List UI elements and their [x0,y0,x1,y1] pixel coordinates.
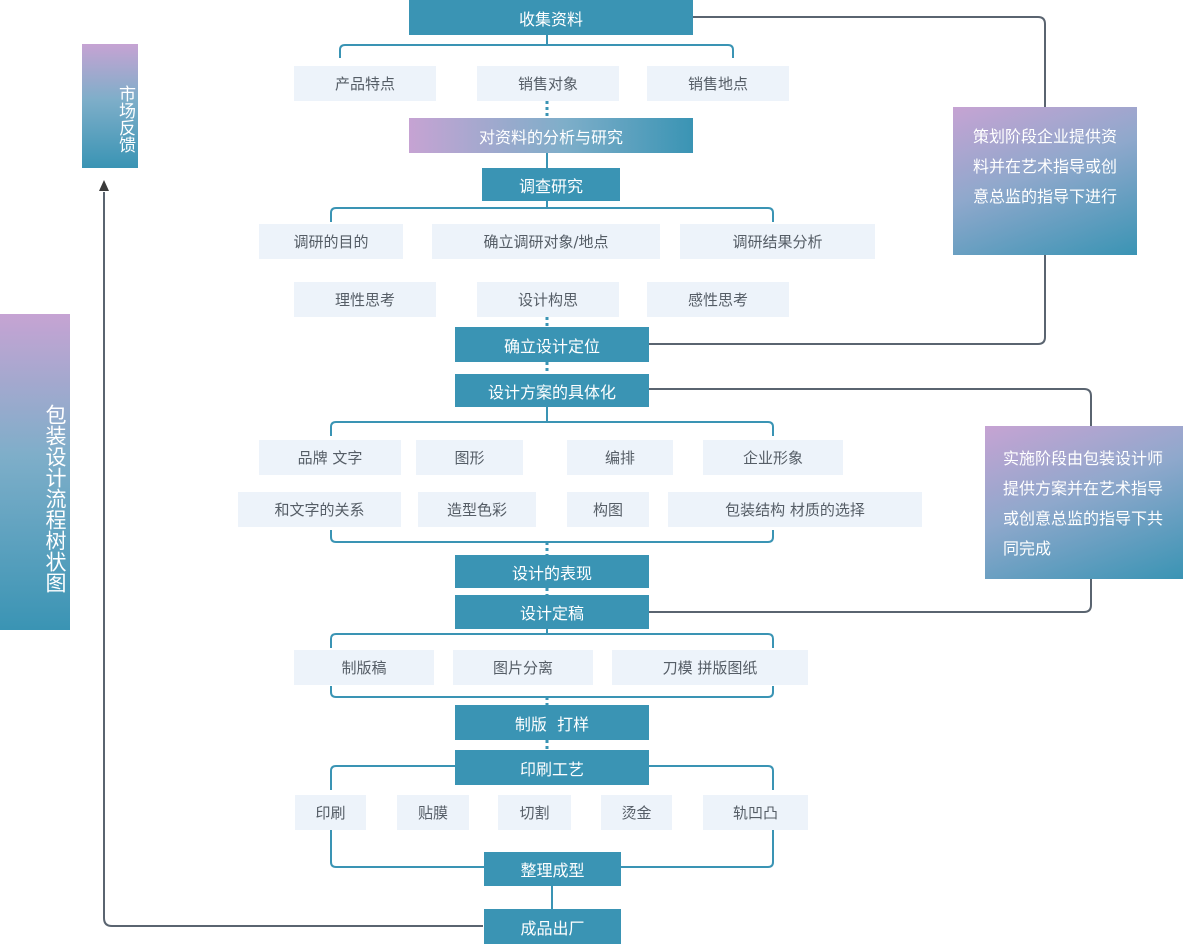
step-design-expression: 设计的表现 [455,555,649,588]
sub-research-analysis: 调研结果分析 [680,224,875,259]
sub-composition: 构图 [567,492,649,527]
sub-embossing: 轨凹凸 [703,795,808,830]
sub-design-concept: 设计构思 [477,282,619,317]
step-finalize: 设计定稿 [455,595,649,629]
sub-layout: 编排 [567,440,673,475]
sub-graphics: 图形 [416,440,523,475]
sub-printing: 印刷 [295,795,366,830]
sub-hot-stamping: 烫金 [601,795,672,830]
step-positioning: 确立设计定位 [455,327,649,362]
sub-research-purpose: 调研的目的 [259,224,403,259]
step-concrete-plan: 设计方案的具体化 [455,374,649,407]
step-forming: 整理成型 [484,852,621,886]
market-feedback-box: 市场反馈 [82,44,138,168]
side-title-text: 包装设计流程树状图 [43,403,67,593]
step-research: 调查研究 [482,168,620,201]
step-analysis: 对资料的分析与研究 [409,118,693,153]
side-title: 包装设计流程树状图 [0,314,70,630]
sub-die-cut-drawing: 刀模 拼版图纸 [612,650,808,685]
implementation-note: 实施阶段由包装设计师提供方案并在艺术指导或创意总监的指导下共同完成 [985,426,1183,579]
sub-structure-material: 包装结构 材质的选择 [668,492,922,527]
sub-image-separation: 图片分离 [453,650,593,685]
sub-corporate-image: 企业形象 [703,440,843,475]
market-feedback-label: 市场反馈 [115,85,135,153]
step-proofing: 制版 打样 [455,705,649,740]
sub-product-features: 产品特点 [294,66,436,101]
sub-brand-text: 品牌 文字 [259,440,401,475]
planning-note: 策划阶段企业提供资料并在艺术指导或创意总监的指导下进行 [953,107,1137,255]
sub-lamination: 贴膜 [397,795,469,830]
sub-perceptual-thinking: 感性思考 [647,282,789,317]
sub-research-target: 确立调研对象/地点 [432,224,660,259]
step-printing-process: 印刷工艺 [455,750,649,785]
step-product-shipping: 成品出厂 [484,909,621,944]
step-collect-data: 收集资料 [409,0,693,35]
sub-sales-location: 销售地点 [647,66,789,101]
sub-rational-thinking: 理性思考 [294,282,436,317]
sub-text-relation: 和文字的关系 [238,492,401,527]
sub-plate-draft: 制版稿 [294,650,434,685]
sub-sales-target: 销售对象 [477,66,619,101]
sub-cutting: 切割 [498,795,571,830]
sub-shape-color: 造型色彩 [418,492,536,527]
